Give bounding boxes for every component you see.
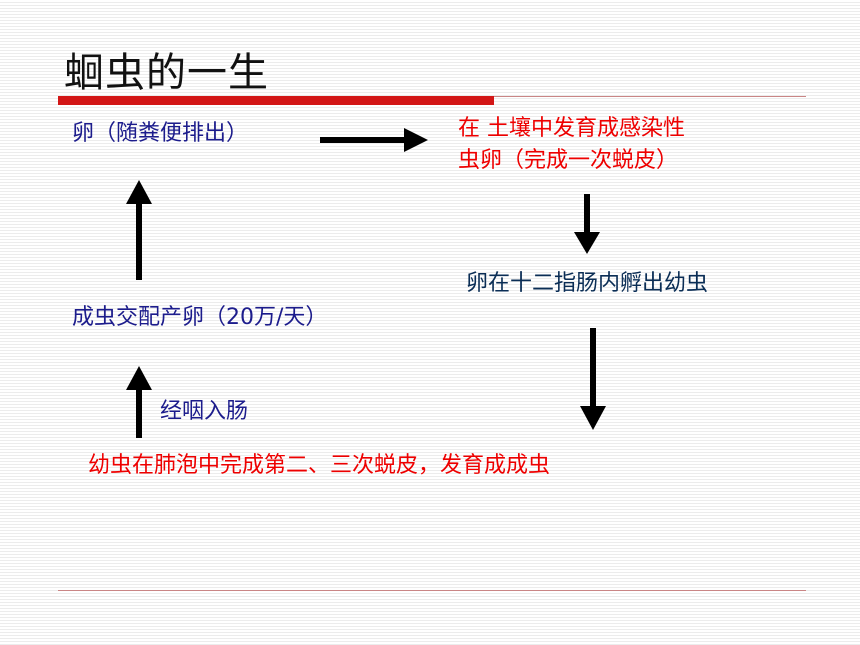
node-egg-excreted: 卵（随粪便排出） (72, 121, 249, 146)
title-rule (494, 96, 806, 97)
node-adult-mating: 成虫交配产卵（20万/天） (72, 305, 328, 330)
node-lung-molt: 幼虫在肺泡中完成第二、三次蜕皮，发育成成虫 (88, 453, 551, 478)
arrow-up-icon (126, 366, 152, 438)
footer-rule (58, 590, 806, 591)
arrow-down-icon (574, 194, 600, 254)
node-duodenum: 卵在十二指肠内孵出幼虫 (466, 271, 709, 296)
node-soil-line2: 虫卵（完成一次蜕皮） (458, 148, 679, 173)
title-accent-bar (58, 96, 494, 105)
arrow-down-icon (580, 328, 606, 430)
node-soil-line1: 在 土壤中发育成感染性 (458, 116, 685, 141)
slide-title: 蛔虫的一生 (64, 50, 269, 96)
arrow-right-icon (320, 128, 428, 152)
arrow-up-icon (126, 180, 152, 280)
node-pharynx: 经咽入肠 (160, 399, 249, 424)
